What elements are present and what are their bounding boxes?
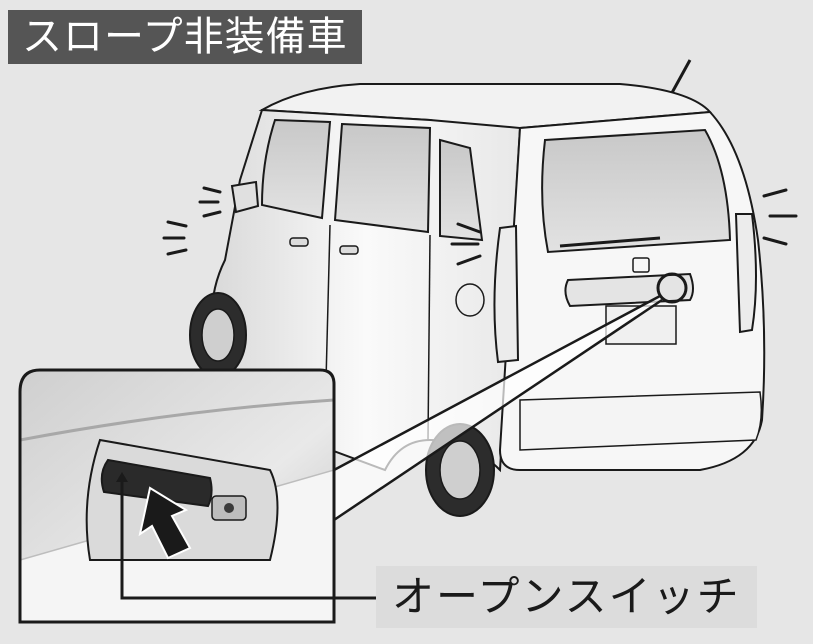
- tailgate-open-switch: [100, 458, 213, 508]
- arrow-up-icon: [138, 486, 192, 560]
- tail-light-right: [734, 213, 757, 334]
- blinking-indicator-icon: [162, 186, 798, 266]
- side-window-rear: [333, 122, 432, 234]
- side-window-front: [260, 118, 332, 220]
- rear-bumper: [519, 391, 763, 451]
- page-title: スロープ非装備車: [8, 10, 362, 64]
- side-mirror: [230, 180, 260, 214]
- wheel-rear: [425, 423, 495, 517]
- tail-light-left: [493, 224, 520, 364]
- fuel-lid: [455, 283, 485, 317]
- rear-door-seam: [427, 234, 431, 441]
- callout-leader-lines: [333, 294, 663, 522]
- zoom-inset-panel: [18, 368, 376, 624]
- door-handle: [289, 237, 309, 247]
- wheel-front: [189, 292, 247, 378]
- rear-wiper: [559, 236, 661, 248]
- rear-window: [541, 128, 732, 254]
- door-handle: [339, 245, 359, 255]
- open-switch-label: オープンスイッチ: [376, 566, 757, 628]
- label-pointer-line: [120, 476, 376, 600]
- highlight-circle-icon: [656, 272, 688, 304]
- brand-emblem: [632, 257, 650, 273]
- quarter-window: [439, 138, 484, 242]
